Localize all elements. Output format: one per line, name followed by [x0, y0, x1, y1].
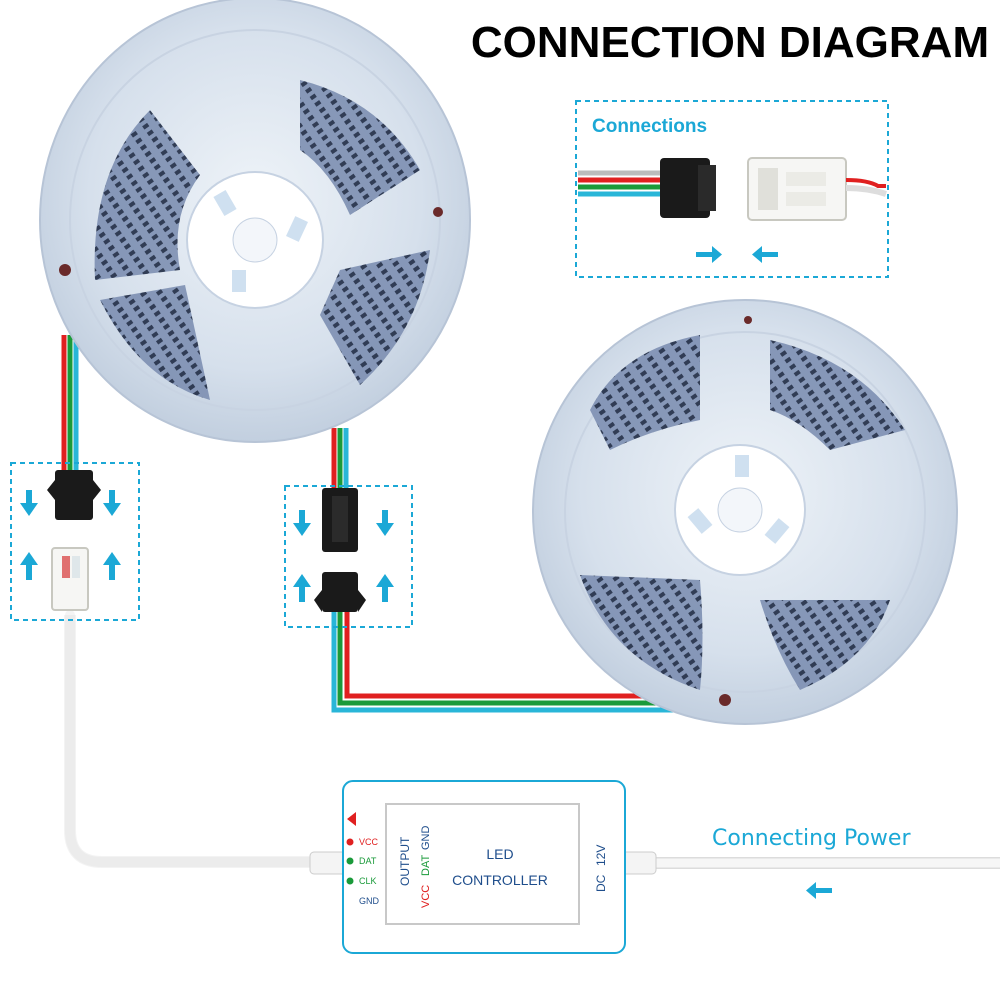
arrow-left-icon	[752, 246, 778, 263]
controller-name-line2: CONTROLLER	[452, 872, 548, 888]
page-title: CONNECTION DIAGRAM	[470, 18, 990, 67]
male-plug-black-bottom	[314, 572, 366, 612]
arrow-down-icon	[293, 510, 311, 536]
connections-wire	[578, 170, 662, 197]
inner-pin-gnd: GND	[420, 825, 432, 850]
pin-label-vcc: VCC	[359, 837, 379, 847]
middle-connector-box	[284, 485, 413, 628]
wire-connector2-to-reel2	[331, 610, 680, 713]
pin-label-dat: DAT	[359, 856, 377, 866]
white-cable-outline	[64, 615, 320, 868]
arrow-down-icon	[376, 510, 394, 536]
voltage-label: 12V	[594, 844, 608, 866]
arrow-down-icon	[103, 490, 121, 516]
pin-label-clk: CLK	[359, 876, 377, 886]
arrow-up-icon	[293, 574, 311, 602]
left-connector-box	[10, 462, 140, 621]
arrow-left-icon	[806, 882, 832, 899]
led-strip-reel-2	[532, 299, 958, 725]
arrow-up-icon	[20, 552, 38, 580]
output-label: OUTPUT	[398, 836, 412, 886]
connections-box	[575, 100, 889, 278]
wire-reel1-to-connector2	[331, 428, 349, 488]
female-connector	[747, 157, 847, 221]
connections-label: Connections	[592, 116, 708, 137]
male-connector	[660, 158, 716, 218]
female-plug-white	[51, 547, 89, 611]
arrow-up-icon	[103, 552, 121, 580]
male-plug-black-top	[322, 488, 358, 552]
controller-name-line1: LED	[486, 846, 514, 862]
white-cable-to-controller	[65, 610, 325, 867]
wire-reel1-to-connector	[61, 335, 79, 470]
arrow-up-icon	[376, 574, 394, 602]
inner-pin-dat: DAT	[420, 854, 432, 876]
inner-pin-vcc: VCC	[420, 884, 432, 908]
male-plug-black	[47, 470, 101, 520]
connecting-power-label: Connecting Power	[712, 826, 911, 851]
led-controller	[309, 780, 657, 954]
arrow-right-icon	[696, 246, 722, 263]
arrow-down-icon	[20, 490, 38, 516]
pin-label-gnd: GND	[359, 896, 379, 906]
dc-label: DC	[594, 874, 608, 892]
led-strip-reel-1	[39, 0, 471, 443]
